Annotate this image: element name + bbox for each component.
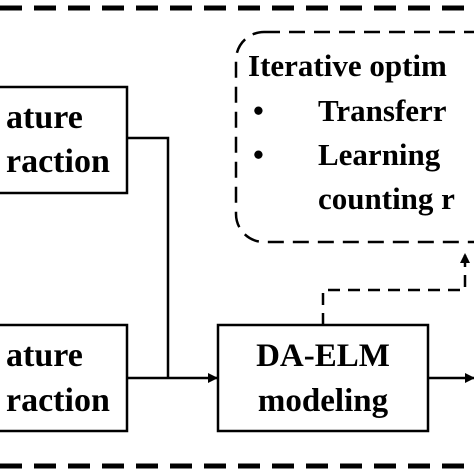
connector-top-to-merge [127, 136, 170, 378]
feature-box-top-line2: raction [6, 143, 110, 180]
feature-box-top-line1: ature [6, 99, 83, 136]
da-elm-modeling-box: DA-ELM modeling [216, 323, 430, 433]
model-box-line1: DA-ELM [256, 338, 390, 374]
bullet-1-text: Transferr [318, 93, 447, 128]
feature-extraction-box-top: ature raction [0, 85, 129, 195]
bullet-1-marker: • [253, 93, 264, 128]
bullet-2-text-line2: counting r [318, 181, 455, 216]
dashed-feedback-arrow [321, 253, 470, 325]
feature-box-bottom-line1: ature [6, 337, 83, 374]
bullet-2-marker: • [253, 137, 264, 172]
feature-extraction-box-bottom: ature raction [0, 323, 129, 433]
iterative-title: Iterative optim [248, 48, 447, 83]
feature-box-bottom-line2: raction [6, 382, 110, 419]
model-box-line2: modeling [258, 383, 389, 419]
iterative-optimization-box: Iterative optim • Transferr • Learning c… [234, 30, 474, 244]
bullet-2-text-line1: Learning [318, 137, 441, 172]
